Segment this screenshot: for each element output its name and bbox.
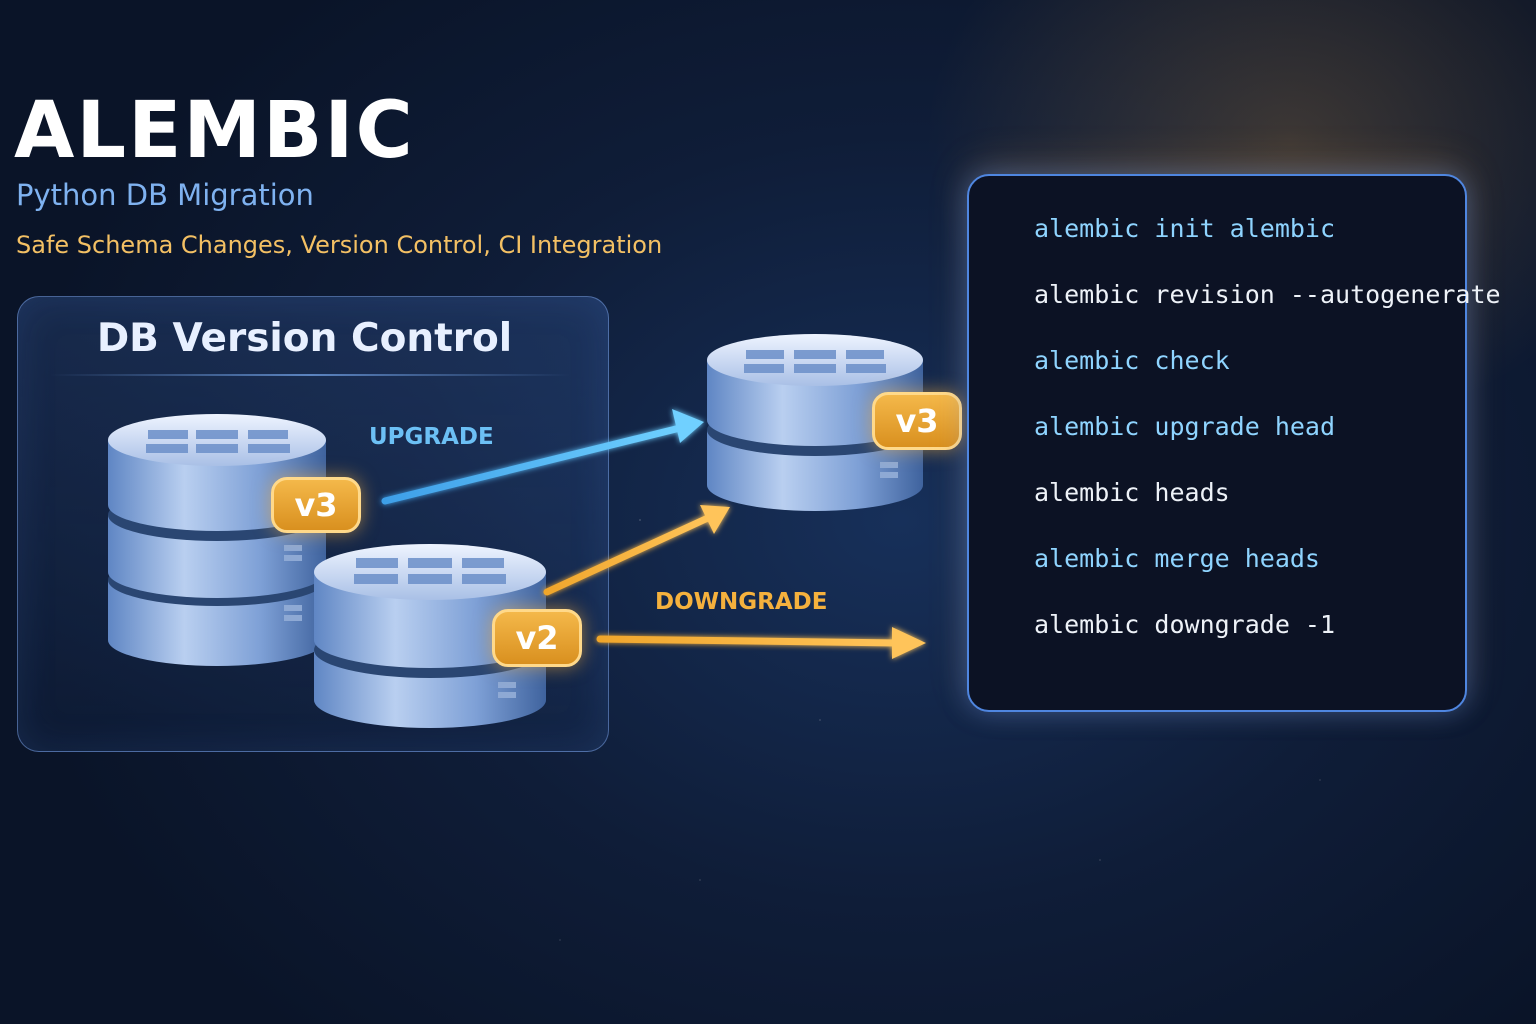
panel-title: DB Version Control [96, 316, 513, 361]
database-right-icon [707, 334, 923, 511]
terminal-command[interactable]: alembic init alembic [1034, 214, 1336, 243]
page-subtitle: Python DB Migration [16, 178, 314, 212]
version-badge-left: v3 [271, 477, 361, 533]
terminal-command[interactable]: alembic check [1034, 346, 1230, 375]
terminal-command[interactable]: alembic revision --autogenerate [1034, 280, 1501, 309]
downgrade-arrow-icon [596, 627, 926, 659]
panel-divider [50, 374, 570, 376]
version-badge-right: v3 [872, 392, 962, 450]
version-badge-middle: v2 [492, 609, 582, 667]
terminal-command[interactable]: alembic upgrade head [1034, 412, 1336, 441]
terminal-command-list: alembic init alembic alembic revision --… [1034, 212, 1501, 674]
upgrade-label: UPGRADE [369, 424, 494, 450]
terminal-command[interactable]: alembic downgrade -1 [1034, 610, 1336, 639]
database-left-icon [108, 414, 326, 666]
downgrade-label: DOWNGRADE [655, 589, 828, 615]
terminal-command[interactable]: alembic heads [1034, 478, 1230, 507]
terminal-command[interactable]: alembic merge heads [1034, 544, 1320, 573]
database-middle-icon [314, 544, 546, 728]
page-title: ALEMBIC [14, 86, 415, 176]
merge-arrow-icon [543, 505, 730, 596]
upgrade-arrow-icon [381, 409, 704, 505]
terminal-window [967, 174, 1467, 712]
page-tagline: Safe Schema Changes, Version Control, CI… [16, 231, 663, 259]
